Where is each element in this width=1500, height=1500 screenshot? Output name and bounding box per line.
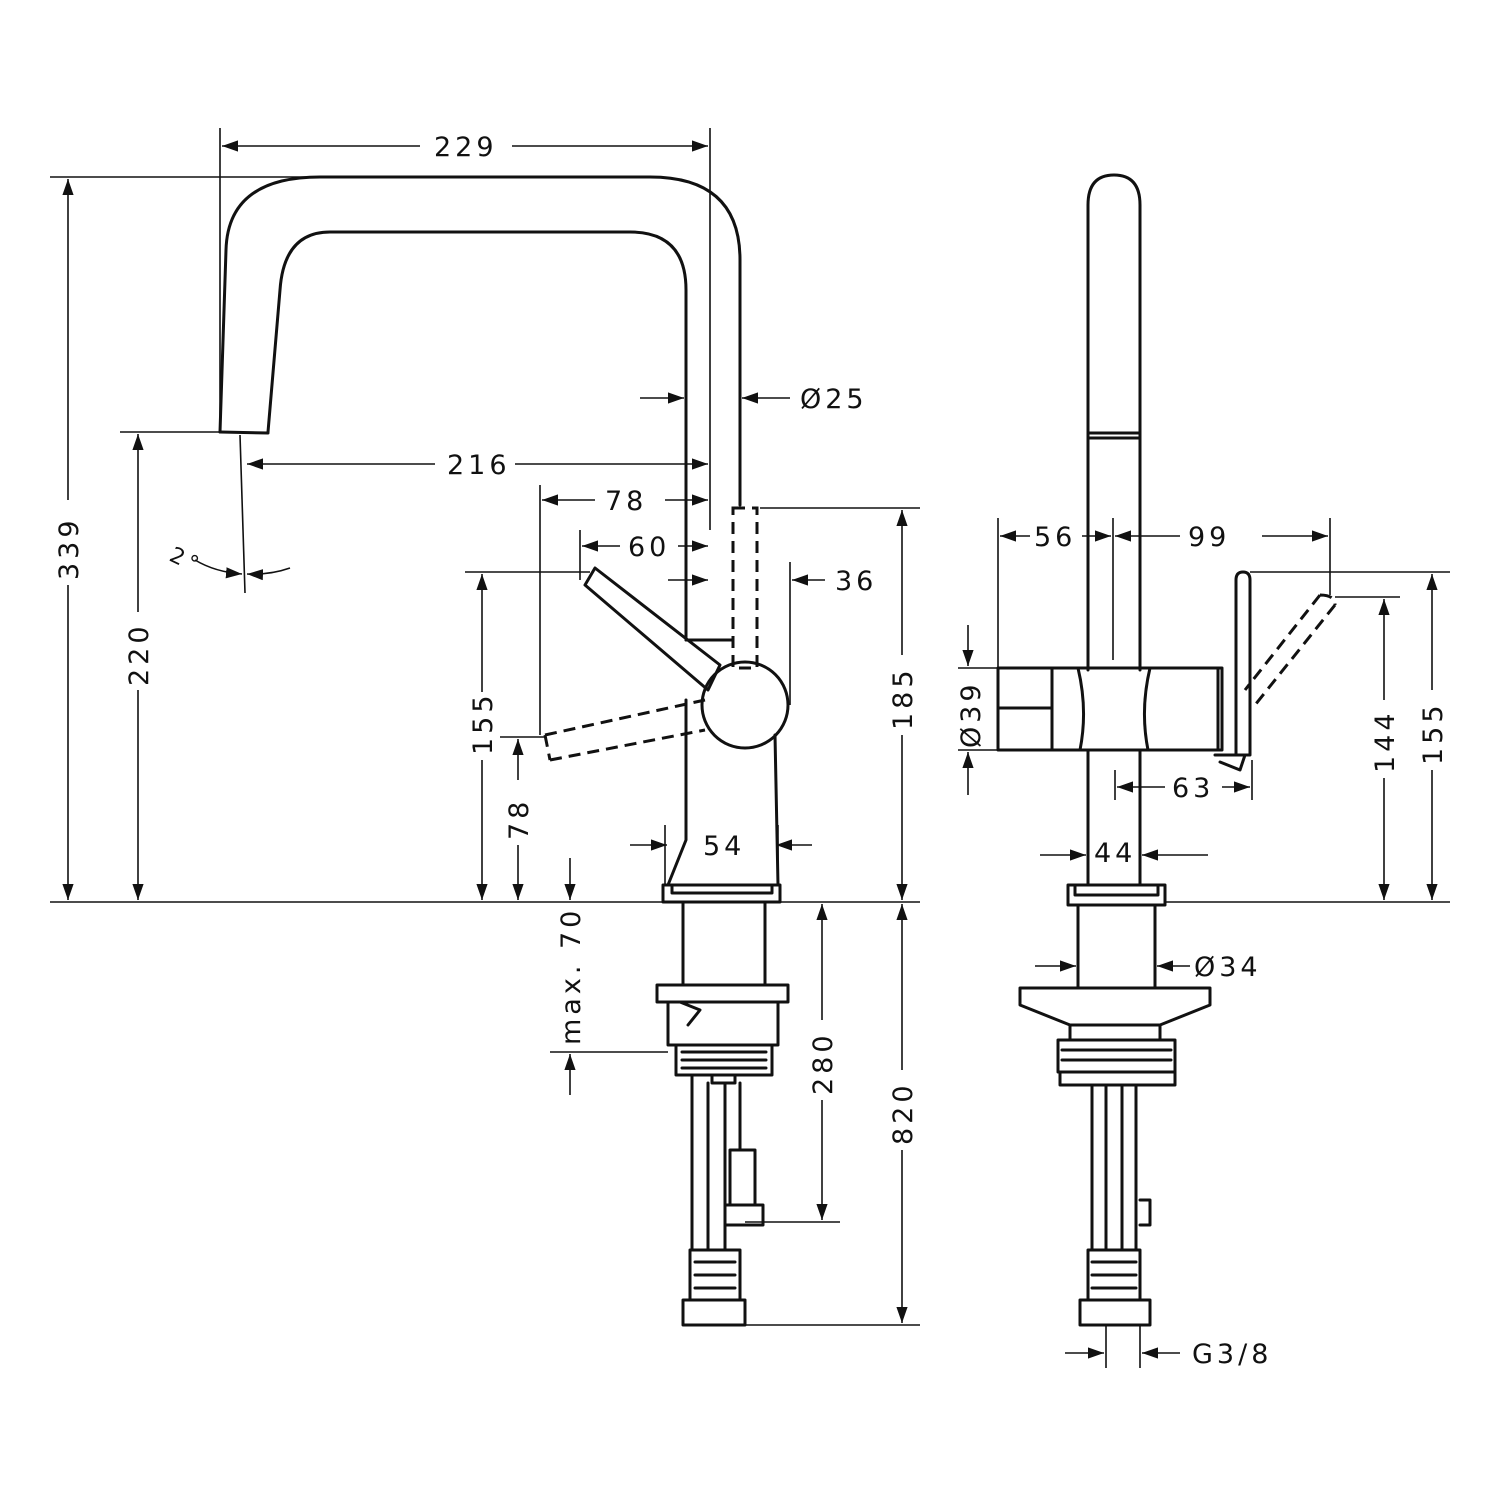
dim-820: 820: [888, 1081, 919, 1145]
dim-lever-low-78: 78: [504, 798, 535, 840]
lever-open-dashed: [543, 698, 706, 762]
dim-56: 56: [1034, 522, 1076, 553]
dim-lever-60: 60: [628, 532, 670, 563]
under-counter-parts: [655, 900, 790, 1327]
dim-2-deg: 2°: [165, 543, 205, 580]
front-spout: [1066, 173, 1167, 907]
spout-outline: [218, 175, 742, 642]
dim-max-70: max. 70: [556, 907, 587, 1045]
front-view: 56 99 Ø39 63 144 155 44 Ø34 G3/8: [956, 173, 1450, 1370]
dim-lever-78: 78: [605, 486, 647, 517]
front-lever: [1234, 570, 1252, 757]
dim-229: 229: [434, 132, 498, 163]
dim-216: 216: [447, 450, 511, 481]
dim-g3-8: G3/8: [1192, 1339, 1272, 1370]
dim-339: 339: [54, 516, 85, 580]
side-view: 229 339 220 216 2° Ø25 78 60 36 155 78 1…: [50, 128, 920, 1327]
front-under-counter: [1018, 903, 1212, 1327]
alt-lever-dashed: [731, 506, 759, 670]
handle-cartridge: [700, 660, 790, 750]
dim-diameter-25: Ø25: [800, 384, 868, 415]
dim-36: 36: [835, 566, 877, 597]
dim-99: 99: [1188, 522, 1230, 553]
lever: [583, 566, 722, 692]
front-dimensions: 56 99 Ø39 63 144 155 44 Ø34 G3/8: [956, 518, 1450, 1370]
front-lever-dashed: [1243, 593, 1337, 706]
dim-185: 185: [888, 666, 919, 730]
dim-63: 63: [1172, 773, 1214, 804]
dim-diameter-34: Ø34: [1194, 952, 1262, 983]
dim-front-155: 155: [1418, 701, 1449, 765]
dim-280: 280: [808, 1031, 839, 1095]
dim-54: 54: [703, 831, 745, 862]
dim-220: 220: [124, 622, 155, 686]
dim-diameter-39: Ø39: [956, 680, 987, 748]
front-body: [996, 570, 1337, 772]
dim-lever-155: 155: [468, 691, 499, 755]
side-dimensions: 229 339 220 216 2° Ø25 78 60 36 155 78 1…: [50, 128, 920, 1326]
dim-44: 44: [1094, 838, 1136, 869]
body: [543, 506, 790, 904]
dim-144: 144: [1370, 709, 1401, 773]
